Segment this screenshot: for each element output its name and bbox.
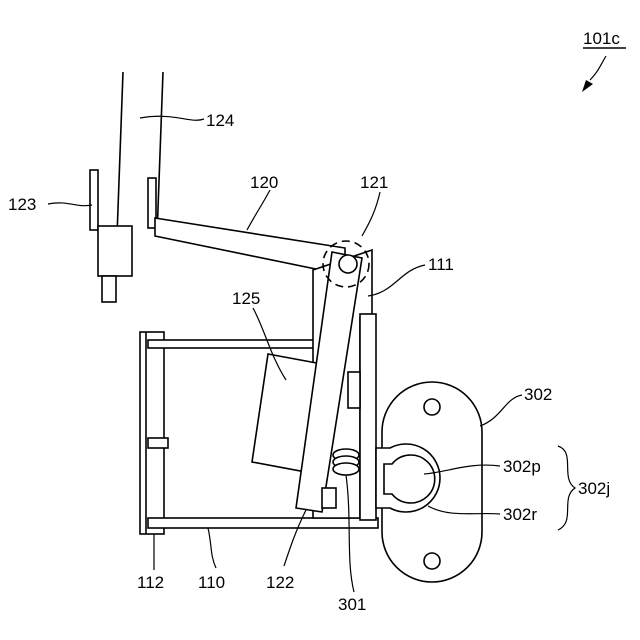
- label-122: 122: [266, 573, 294, 592]
- label-301: 301: [338, 595, 366, 614]
- end-plate-notch: [148, 438, 168, 448]
- housing-bottom-rail-110: [148, 518, 378, 528]
- figure-reference: 101c: [582, 29, 626, 92]
- label-120: 120: [250, 173, 278, 192]
- collar-123-left: [90, 170, 98, 230]
- bracket-hole-top: [424, 399, 440, 415]
- label-111: 111: [428, 255, 454, 274]
- figure-pointer-line: [590, 56, 606, 80]
- label-121: 121: [360, 173, 388, 192]
- shaft-lower-block: [98, 226, 132, 276]
- leader-124: [140, 116, 204, 120]
- shaft-124: [90, 72, 163, 302]
- leader-123: [48, 203, 92, 206]
- spring-301: [333, 449, 359, 475]
- figure-pointer-arrowhead: [582, 80, 593, 92]
- brace-302j: [558, 446, 575, 530]
- housing-top-rail: [148, 340, 324, 348]
- leader-120: [247, 190, 270, 230]
- leader-302: [480, 395, 522, 426]
- label-302: 302: [524, 385, 552, 404]
- housing-end-plate-112: [140, 332, 164, 534]
- label-302p: 302p: [503, 457, 541, 476]
- pivot-pin: [339, 255, 357, 273]
- label-110: 110: [198, 573, 225, 592]
- label-112: 112: [137, 573, 164, 592]
- label-302j: 302j: [578, 479, 610, 498]
- label-124: 124: [206, 111, 234, 130]
- leader-121: [362, 192, 380, 236]
- lever-arm-body: [155, 218, 345, 275]
- label-302r: 302r: [503, 505, 537, 524]
- bracket-302: [376, 382, 482, 582]
- link-foot: [322, 488, 336, 508]
- block-side-tab: [348, 372, 360, 408]
- lever-arm-120: [155, 218, 345, 275]
- label-125: 125: [232, 289, 260, 308]
- figure-label: 101c: [583, 29, 620, 48]
- bracket-hole-bottom: [424, 553, 440, 569]
- leader-111: [368, 265, 425, 296]
- body-outer-column: [360, 314, 376, 520]
- shaft-left-edge: [117, 72, 123, 236]
- label-123: 123: [8, 195, 36, 214]
- spring-coil-3: [333, 463, 359, 475]
- shaft-right-edge: [157, 72, 163, 236]
- leader-110: [208, 528, 216, 568]
- shaft-tip: [102, 276, 116, 302]
